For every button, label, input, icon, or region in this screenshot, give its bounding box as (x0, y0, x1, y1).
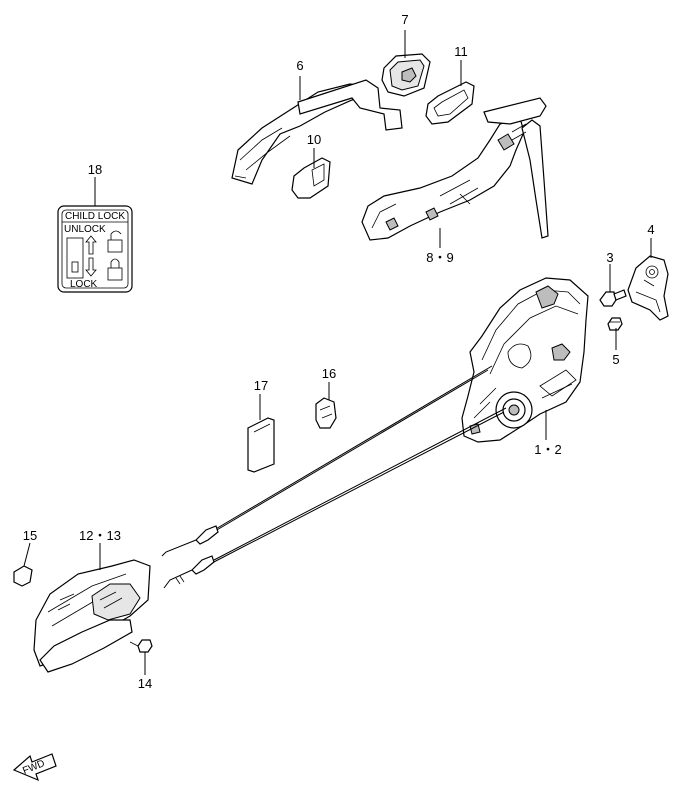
callout-12-13: 12・13 (79, 528, 121, 543)
leader-lines (23, 30, 652, 675)
unlocked-padlock-icon (107, 239, 123, 253)
child-lock-lock-text: LOCK (70, 279, 98, 290)
callout-16: 16 (322, 366, 336, 381)
inner-handle-clip-part (13, 565, 33, 587)
lock-screw-part (607, 317, 623, 331)
callout-4: 4 (647, 222, 654, 237)
child-lock-label-part: CHILD LOCK UNLOCK LOCK (57, 205, 133, 293)
handle-cap-part (381, 53, 431, 97)
door-lock-assembly-part (461, 277, 589, 443)
callout-8-9: 8・9 (426, 250, 453, 265)
callout-17: 17 (254, 378, 268, 393)
striker-part (627, 255, 669, 321)
forward-arrow-icon: FWD (12, 753, 57, 782)
pad-part (247, 417, 275, 473)
outer-handle-part (231, 79, 403, 185)
callout-14: 14 (138, 676, 152, 691)
unlock-arrow-icon (85, 235, 97, 255)
lock-cables (161, 365, 507, 589)
striker-screw-part (599, 289, 627, 307)
cable-clip-part (315, 397, 337, 429)
inner-handle-part (33, 559, 151, 673)
callout-10: 10 (307, 132, 321, 147)
callout-18: 18 (88, 162, 102, 177)
callout-3: 3 (606, 250, 613, 265)
callout-7: 7 (401, 12, 408, 27)
callout-1-2: 1・2 (534, 442, 561, 457)
callout-5: 5 (612, 352, 619, 367)
lock-arrow-icon (85, 257, 97, 277)
inner-handle-screw-part (129, 639, 153, 653)
child-lock-unlock-text: UNLOCK (64, 224, 106, 235)
small-gasket-part (291, 157, 331, 199)
callout-6: 6 (296, 58, 303, 73)
handle-frame-part (361, 97, 549, 241)
callout-11: 11 (454, 44, 468, 59)
locked-padlock-icon (107, 267, 123, 281)
callout-labels: 7 11 6 10 18 8・9 4 3 5 1・2 16 17 12・13 1… (23, 12, 655, 691)
child-lock-title: CHILD LOCK (65, 211, 125, 222)
handle-gasket-part (425, 81, 475, 125)
callout-15: 15 (23, 528, 37, 543)
